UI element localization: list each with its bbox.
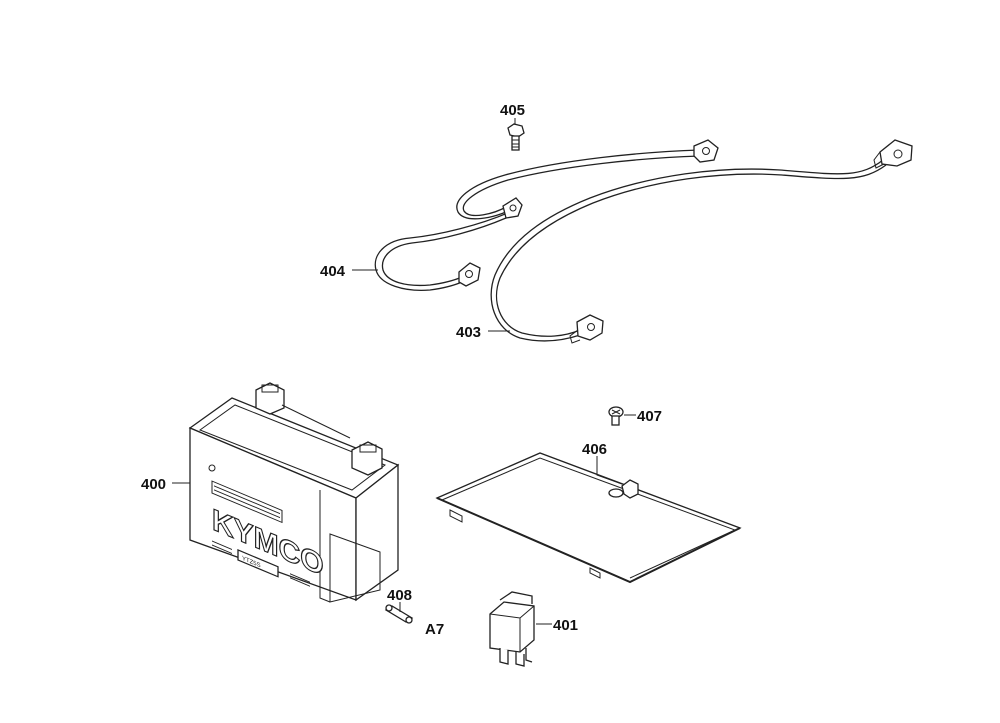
terminal-lug-404-b [502,197,523,219]
callout-400: 400 [141,476,166,493]
callout-405: 405 [500,102,525,119]
relay-401 [489,591,535,667]
callout-408: 408 [387,587,412,604]
cable-403 [490,139,913,344]
battery-terminal-right [351,441,383,476]
cable-404 [374,139,719,291]
terminal-lug-404-c [458,262,481,287]
callout-407: 407 [637,408,662,425]
callout-401: 401 [553,617,578,634]
leader-406 [596,456,623,485]
screw-407 [608,406,624,426]
battery-cover-406 [435,452,742,584]
fuse-408 [384,604,414,624]
terminal-lug-403-bottom [569,314,604,344]
callout-403: 403 [456,324,481,341]
terminal-lug-404-a [693,139,719,163]
callout-404: 404 [320,263,346,280]
leader-lines [172,118,636,625]
terminal-lug-403-top [873,139,913,169]
battery-400: KYMCO YTZ5S [188,382,400,603]
battery-terminal-left [255,382,285,415]
callout-406: 406 [582,441,607,458]
bolt-405 [507,123,525,151]
fuse-rating-label: A7 [425,621,444,638]
